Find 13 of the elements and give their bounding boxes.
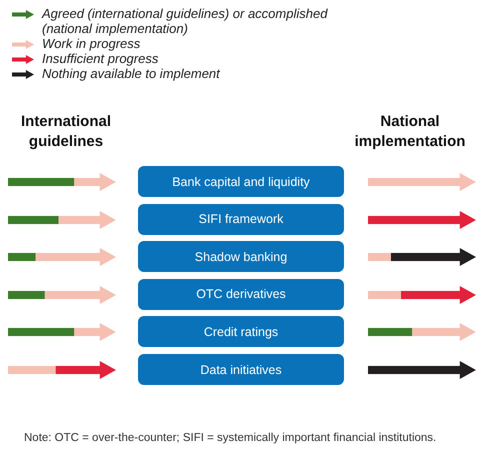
topic-box: Shadow banking (138, 241, 344, 272)
column-heading: International guidelines (20, 112, 112, 152)
topic-box: SIFI framework (138, 204, 344, 235)
column-heading: National implementation (354, 112, 466, 152)
topic-box: OTC derivatives (138, 278, 344, 310)
legend-text: Nothing available to implement (42, 66, 222, 81)
topic-box: Bank capital and liquidity (138, 166, 344, 197)
topic-box: Credit ratings (138, 316, 344, 348)
note-text: Note: OTC = over-the-counter; SIFI = systemically important financial institutions. (24, 432, 438, 444)
legend-text: Agreed (international guidelines) or accomplished (national implementation) (42, 6, 329, 36)
legend-text: Work in progress (42, 36, 142, 51)
topic-box: Data initiatives (138, 354, 344, 385)
legend-text: Insufficient progress (42, 51, 160, 66)
